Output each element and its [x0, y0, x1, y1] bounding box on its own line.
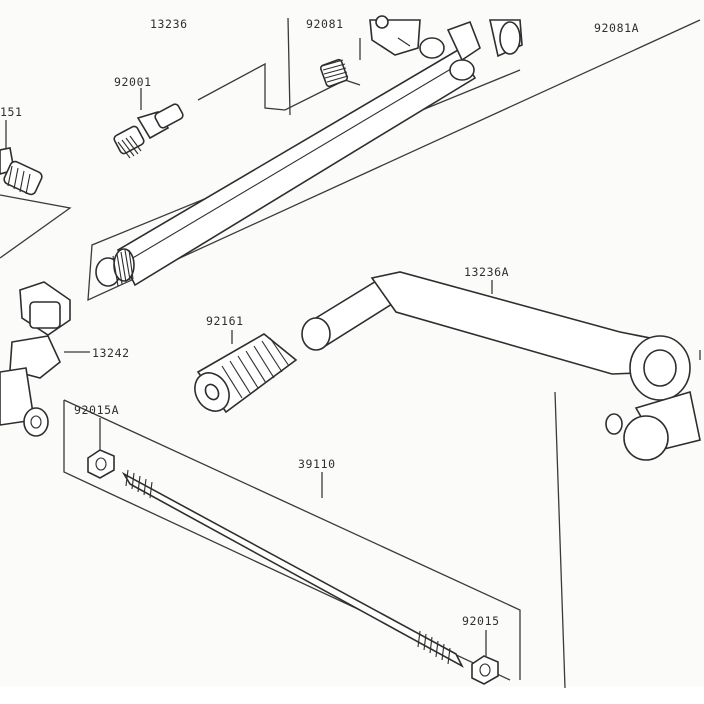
shift-shaft-13236 [95, 48, 477, 287]
tie-rod-39110 [121, 469, 464, 668]
label-13236: 13236 [150, 17, 188, 31]
label-13236A: 13236A [464, 265, 509, 279]
shaft-arm-hardware [369, 15, 523, 81]
label-92081: 92081 [306, 17, 344, 31]
label-92081A: 92081A [594, 21, 639, 35]
label-13242: 13242 [92, 346, 130, 360]
left-group-frame [0, 194, 72, 259]
label-39110: 39110 [298, 457, 336, 471]
bolt-151 [0, 147, 43, 196]
shift-pedal-13236A [301, 271, 701, 461]
label-92001: 92001 [114, 75, 152, 89]
label-151: 151 [0, 105, 23, 119]
spring-92081 [319, 58, 349, 88]
lower-group-frame [63, 391, 566, 689]
label-92015: 92015 [462, 614, 500, 628]
nut-92015 [471, 655, 499, 685]
label-92161: 92161 [206, 314, 244, 328]
bolt-92001 [113, 103, 184, 159]
label-92015A: 92015A [74, 403, 119, 417]
lever-13242 [0, 281, 71, 437]
nut-92015A [87, 449, 115, 479]
bottom-margin [0, 686, 704, 704]
boot-92161 [194, 333, 298, 414]
